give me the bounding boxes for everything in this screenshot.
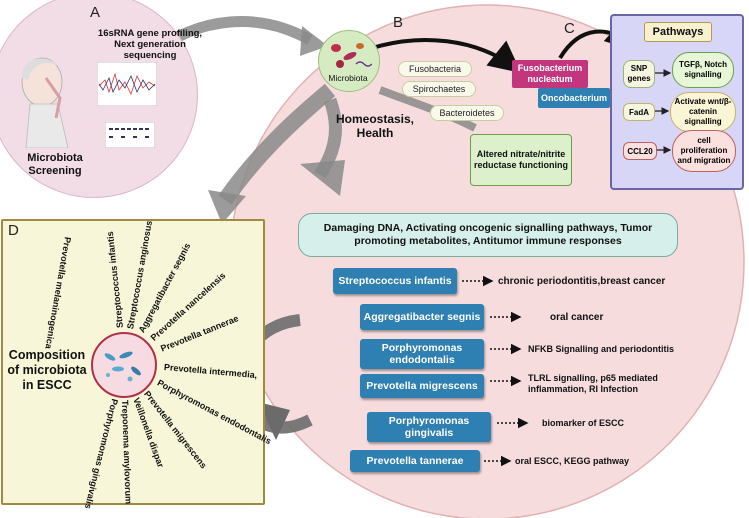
composition-hub (91, 332, 157, 398)
composition-title: Composition of microbiota in ESCC (7, 348, 87, 392)
fuso-box: Fusobacterium nucleatum (512, 60, 588, 88)
sequencing-label: 16sRNA gene profiling, Next generation s… (97, 28, 203, 61)
bacterium-porphyromonas-endodontalis: Porphyromonas endodontalis (360, 339, 484, 369)
bacterium-aggregatibacter-segnis: Aggregatibacter segnis (360, 304, 484, 330)
phylum-fusobacteria: Fusobacteria (398, 61, 472, 77)
patient-illustration (21, 57, 69, 148)
panel-label-b: B (393, 14, 404, 31)
screening-title: Microbiota Screening (27, 152, 83, 177)
oncobacterium-box: Oncobacterium (538, 88, 610, 108)
panel-label-a: A (90, 4, 101, 21)
pathway-effect-tgfb: TGFβ, Notch signalling (672, 52, 734, 88)
nitrate-box: Altered nitrate/nitrite reductase functi… (470, 134, 572, 186)
pathway-gene-ccl20: CCL20 (623, 142, 657, 160)
microbes-icon (104, 351, 141, 382)
microbiota-label: Microbiota (328, 73, 368, 83)
microbiota-to-composition-arrow (218, 83, 336, 205)
bacterium-prevotella-migrescens: Prevotella migrescens (360, 374, 484, 398)
association-0: chronic periodontitis,breast cancer (498, 276, 666, 287)
composition-panel (1, 219, 265, 505)
gel-image (105, 122, 155, 148)
pathway-effect-ccl20: cell proliferation and migration (672, 130, 736, 172)
association-1: oral cancer (550, 312, 604, 323)
association-4: biomarker of ESCC (542, 418, 625, 428)
bacterium-streptococcus-infantis: Streptococcus infantis (333, 268, 457, 294)
bacteria-icon (331, 43, 372, 68)
panel-label-d: D (8, 222, 19, 239)
association-3: TLRL signalling, p65 mediated inflammati… (528, 373, 658, 394)
panel-label-c: C (564, 20, 575, 37)
pathway-gene-fada: FadA (623, 103, 655, 121)
association-2: NFKB Signalling and periodontitis (528, 344, 674, 354)
bacterium-prevotella-tannerae: Prevotella tannerae (350, 450, 480, 472)
pathways-title: Pathways (644, 22, 712, 42)
pathway-gene-snp: SNP genes (623, 60, 655, 88)
mechanisms-box: Damaging DNA, Activating oncogenic signa… (298, 213, 678, 257)
microbiota-circle (318, 30, 380, 92)
phylum-bacteroidetes: Bacteroidetes (430, 105, 504, 121)
homeostasis-label: Homeostasis, Health (335, 112, 415, 140)
bacterium-porphyromonas-gingivalis: Porphyromonas gingivalis (367, 412, 491, 442)
sequencing-chart (97, 62, 157, 106)
association-5: oral ESCC, KEGG pathway (515, 456, 630, 466)
phylum-spirochaetes: Spirochaetes (402, 81, 476, 97)
pathway-arrows (655, 69, 672, 154)
microbiota-to-fuso-arrow (359, 38, 522, 73)
